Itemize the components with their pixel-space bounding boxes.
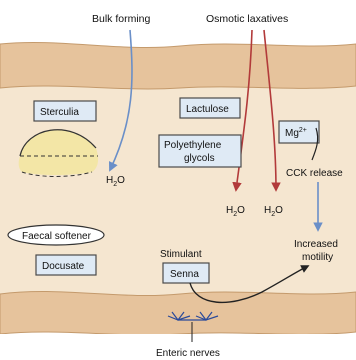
sterculia-label: Sterculia xyxy=(40,107,79,118)
docusate-label: Docusate xyxy=(42,261,85,272)
enteric-nerves-label: Enteric nerves xyxy=(156,348,220,359)
faecal-softener-label: Faecal softener xyxy=(22,231,92,242)
increased-label: Increased xyxy=(294,239,338,250)
gut-wall-bottom xyxy=(0,291,356,335)
senna-label: Senna xyxy=(170,269,199,280)
cck-release-label: CCK release xyxy=(286,168,343,179)
bulk-forming-label: Bulk forming xyxy=(92,13,151,25)
lactulose-label: Lactulose xyxy=(186,104,229,115)
glycols-label: glycols xyxy=(184,153,215,164)
stimulant-label: Stimulant xyxy=(160,249,202,260)
gut-wall-top xyxy=(0,42,356,89)
motility-label: motility xyxy=(302,252,333,263)
polyethylene-label: Polyethylene xyxy=(164,140,222,151)
osmotic-laxatives-label: Osmotic laxatives xyxy=(206,13,288,25)
